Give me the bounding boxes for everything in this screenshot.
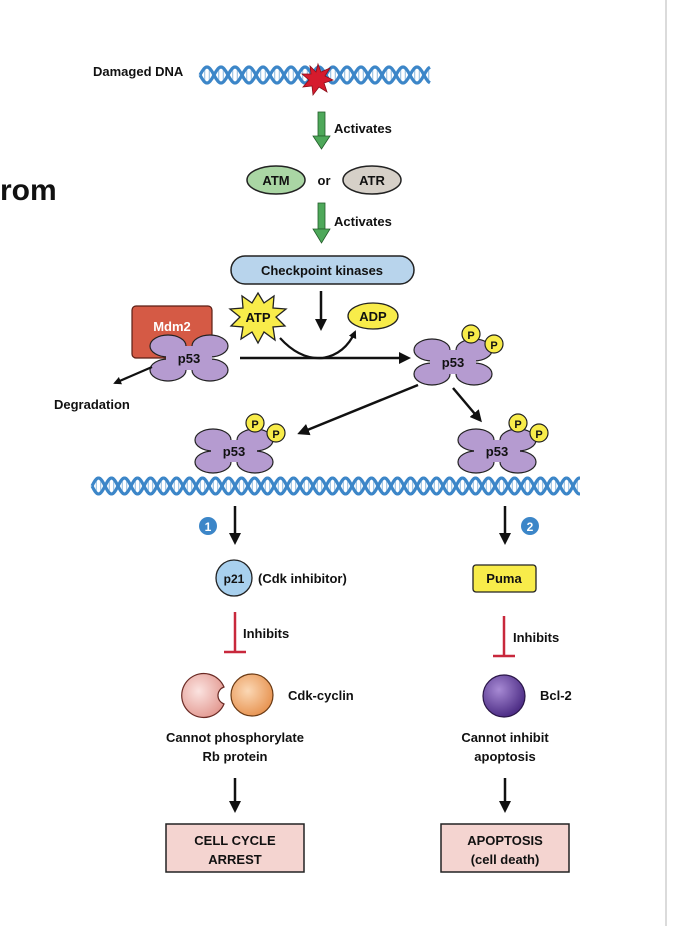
phosphate-right-b-label: P: [535, 429, 542, 441]
atp-label: ATP: [245, 310, 270, 325]
phosphate-right-a-label: P: [514, 419, 521, 431]
pathway-2-badge: [521, 517, 539, 535]
checkpoint-kinases-node: [230, 255, 415, 285]
p21-node: [215, 559, 253, 597]
activates-label-2: Activates: [334, 214, 392, 229]
phosphate-left-a: [245, 413, 265, 433]
degradation-arrow: [113, 365, 153, 385]
cdk-inhibitor-label: (Cdk inhibitor): [258, 571, 347, 586]
cell-cycle-arrest-box: [165, 823, 305, 873]
activates-arrow-1: [312, 111, 331, 150]
pathway-1-number: 1: [205, 520, 212, 534]
pathway-1-badge: [199, 517, 217, 535]
atr-label: ATR: [359, 173, 385, 188]
phosphate-main-a: [461, 324, 481, 344]
p53-phosphorylated-right: [457, 428, 537, 474]
cannot-inhibit-line1: Cannot inhibit: [461, 730, 549, 745]
phosphate-left-b-label: P: [272, 429, 279, 441]
p53-label-right: p53: [486, 444, 508, 459]
puma-label: Puma: [486, 571, 522, 586]
arrest-line2: ARREST: [208, 852, 262, 867]
arrest-line1: CELL CYCLE: [194, 833, 276, 848]
atm-label: ATM: [262, 173, 289, 188]
mdm2-label: Mdm2: [153, 319, 191, 334]
phosphate-main-a-label: P: [467, 330, 474, 342]
dna-damage-burst: [300, 62, 335, 97]
cannot-phosphorylate-line1: Cannot phosphorylate: [166, 730, 304, 745]
apoptosis-box: [440, 823, 570, 873]
pathway-2-number: 2: [527, 520, 534, 534]
inhibits-bar-left: [224, 612, 246, 654]
p53-label-left: p53: [223, 444, 245, 459]
adp-node: [347, 302, 399, 330]
degradation-label: Degradation: [54, 397, 130, 412]
branch-arrow-left: [297, 383, 419, 436]
apoptosis-line1: APOPTOSIS: [467, 833, 543, 848]
inhibits-bar-right: [493, 616, 515, 658]
atm-node: [246, 165, 306, 195]
p53-label-mdm2: p53: [178, 351, 200, 366]
cdk-cyclin-complex: [181, 672, 274, 719]
atp-burst: [228, 291, 288, 345]
p21-label: p21: [224, 572, 245, 586]
bcl2-node: [482, 674, 526, 718]
checkpoint-kinases-label: Checkpoint kinases: [261, 263, 383, 278]
phosphate-left-a-label: P: [251, 419, 258, 431]
cannot-phosphorylate-line2: Rb protein: [203, 749, 268, 764]
slide-title-fragment: rom: [0, 174, 57, 207]
p53-phosphorylated-main: [413, 338, 493, 386]
damaged-dna-label: Damaged DNA: [93, 64, 184, 79]
bcl2-label: Bcl-2: [540, 688, 572, 703]
or-label: or: [318, 173, 331, 188]
phosphate-right-b: [529, 423, 549, 443]
p53-label-main: p53: [442, 355, 464, 370]
phosphate-main-b: [484, 334, 504, 354]
cannot-inhibit-line2: apoptosis: [474, 749, 535, 764]
activates-label-1: Activates: [334, 121, 392, 136]
target-dna-helix: [90, 476, 580, 496]
adp-label: ADP: [359, 309, 387, 324]
phosphate-right-a: [508, 413, 528, 433]
cdk-cyclin-label: Cdk-cyclin: [288, 688, 354, 703]
activates-arrow-2: [312, 202, 331, 244]
inhibits-label-left: Inhibits: [243, 626, 289, 641]
puma-node: [472, 564, 537, 593]
phosphate-main-b-label: P: [490, 340, 497, 352]
inhibits-label-right: Inhibits: [513, 630, 559, 645]
atp-to-adp-curve: [279, 330, 357, 360]
branch-arrow-right: [452, 387, 482, 423]
p53-phosphorylated-left: [194, 428, 274, 474]
atr-node: [342, 165, 402, 195]
phosphate-left-b: [266, 423, 286, 443]
apoptosis-line2: (cell death): [471, 852, 540, 867]
p53-unphosphorylated: [149, 334, 229, 382]
